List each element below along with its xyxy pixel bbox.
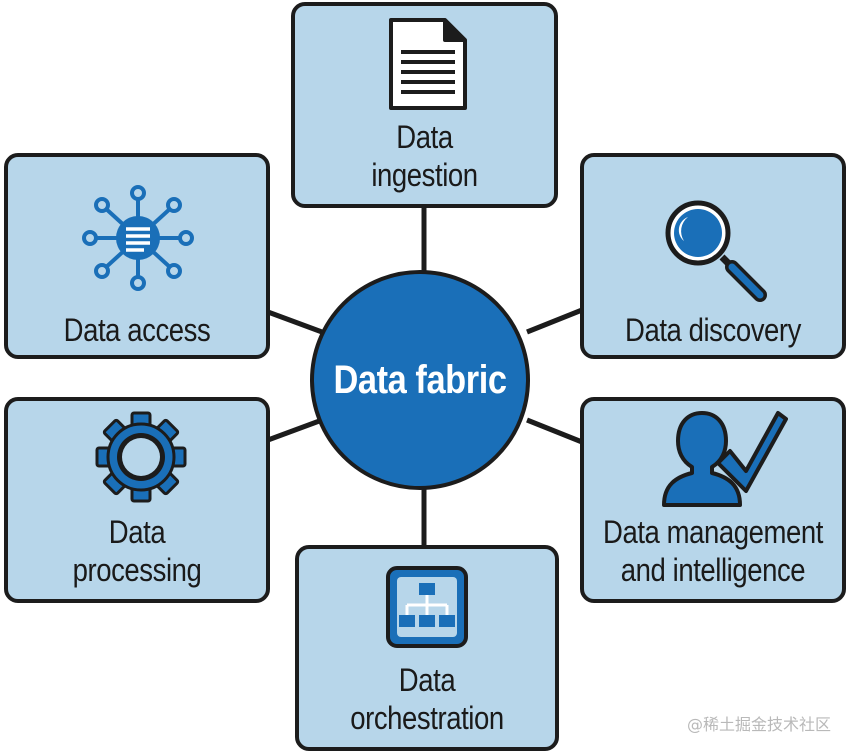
node-label-line2: and intelligence <box>620 552 806 588</box>
node-data-ingestion: Data ingestion <box>291 2 558 208</box>
node-data-discovery: Data discovery <box>580 153 846 359</box>
connector-management <box>526 417 583 445</box>
connector-processing <box>267 417 323 443</box>
gear-icon <box>95 411 187 503</box>
node-data-access: Data access <box>4 153 270 359</box>
connector-discovery <box>526 307 583 335</box>
node-label-line1: Data management <box>603 514 823 550</box>
node-label-line1: Data <box>396 119 453 155</box>
hub-data-fabric: Data fabric <box>310 270 530 490</box>
node-label-line2: processing <box>72 552 202 588</box>
node-label-line1: Data <box>398 662 456 698</box>
hub-label: Data fabric <box>333 358 507 402</box>
person-checkmark-icon <box>662 411 788 507</box>
node-label-line1: Data discovery <box>624 312 801 348</box>
node-data-management: Data management and intelligence <box>580 397 846 603</box>
org-chart-icon <box>386 566 468 648</box>
node-data-processing: Data processing <box>4 397 270 603</box>
document-icon <box>389 18 467 110</box>
connector-access <box>267 309 323 335</box>
watermark-text: @稀土掘金技术社区 <box>686 715 831 734</box>
network-hub-icon <box>82 185 194 291</box>
node-label-line1: Data <box>108 514 166 550</box>
node-label-line1: Data access <box>63 312 211 348</box>
node-label-line2: orchestration <box>350 700 504 736</box>
magnifier-icon <box>665 200 767 302</box>
node-data-orchestration: Data orchestration <box>295 545 559 751</box>
node-label-line2: ingestion <box>371 157 478 193</box>
